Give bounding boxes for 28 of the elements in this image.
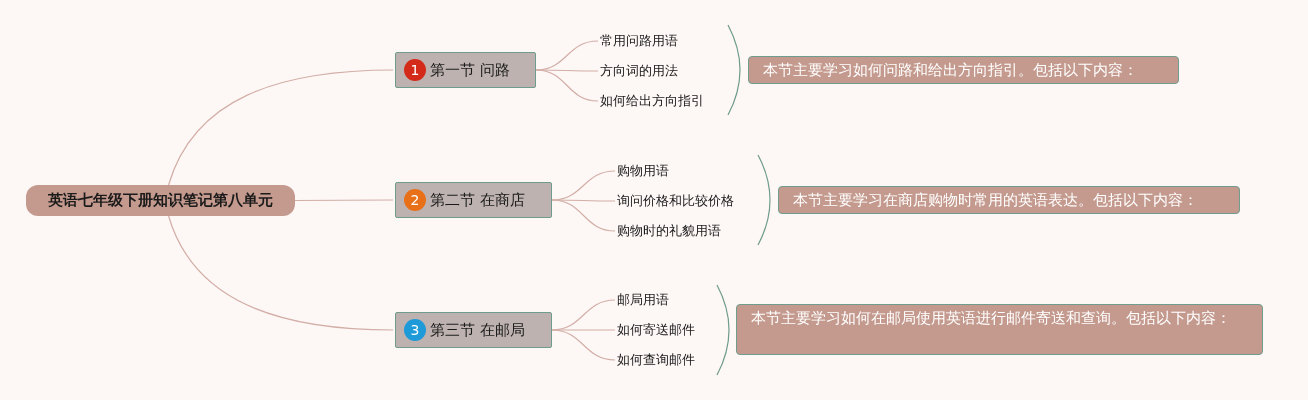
branch-line bbox=[167, 69, 394, 186]
section-title: 第二节 在商店 bbox=[430, 190, 525, 210]
subtopic-text: 购物时的礼貌用语 bbox=[617, 223, 721, 239]
number-badge: 1 bbox=[404, 59, 426, 81]
summary-box: 本节主要学习在商店购物时常用的英语表达。包括以下内容： bbox=[778, 186, 1240, 214]
branch-line bbox=[551, 199, 616, 232]
subtopic-text: 购物用语 bbox=[617, 163, 669, 179]
section-box bbox=[395, 52, 536, 88]
topic-box: 英语七年级下册知识笔记第八单元 bbox=[26, 185, 295, 216]
subtopic-text: 如何查询邮件 bbox=[617, 352, 695, 368]
number-badge: 2 bbox=[404, 189, 426, 211]
subtopic-text: 询问价格和比较价格 bbox=[617, 193, 734, 209]
subtopic-text: 如何寄送邮件 bbox=[617, 322, 695, 338]
branch-line bbox=[551, 329, 616, 361]
summary-box: 本节主要学习如何在邮局使用英语进行邮件寄送和查询。包括以下内容： bbox=[736, 304, 1263, 355]
section-title: 第三节 在邮局 bbox=[430, 320, 525, 340]
subtopic-text: 常用问路用语 bbox=[600, 33, 678, 49]
branch-line bbox=[167, 215, 394, 331]
subtopic-text: 方向词的用法 bbox=[600, 63, 678, 79]
subtopic-text: 如何给出方向指引 bbox=[600, 93, 704, 109]
summary-box: 本节主要学习如何问路和给出方向指引。包括以下内容： bbox=[748, 56, 1179, 84]
branch-line bbox=[294, 199, 394, 202]
branch-line bbox=[535, 69, 599, 102]
section-box bbox=[395, 312, 552, 348]
section-title: 第一节 问路 bbox=[430, 60, 510, 80]
section-box bbox=[395, 182, 552, 218]
subtopic-text: 邮局用语 bbox=[617, 292, 669, 308]
number-badge: 3 bbox=[404, 319, 426, 341]
